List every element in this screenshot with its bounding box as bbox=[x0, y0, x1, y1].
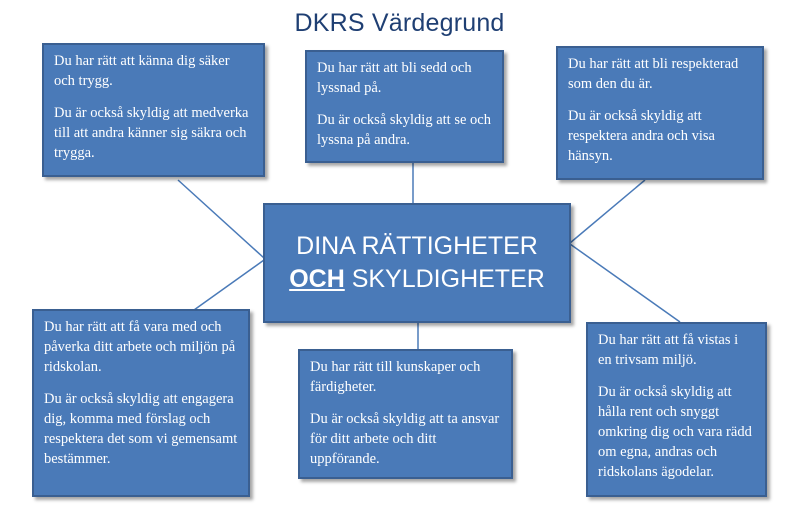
box-duty-text: Du är också skyldig att hålla rent och s… bbox=[598, 384, 752, 480]
center-heading-line2: OCH SKYLDIGHETER bbox=[265, 263, 569, 296]
box-top-center: Du har rätt att bli sedd och lyssnad på.… bbox=[305, 50, 504, 163]
box-duty-text: Du är också skyldig att ta ansvar för di… bbox=[310, 411, 500, 467]
box-bottom-right: Du har rätt att få vistas i en trivsam m… bbox=[586, 322, 767, 497]
box-bottom-left: Du har rätt att få vara med och påverka … bbox=[32, 309, 250, 497]
box-right-text: Du har rätt att få vistas i en trivsam m… bbox=[598, 332, 739, 368]
page-title: DKRS Värdegrund bbox=[294, 9, 505, 37]
connector-top-right bbox=[569, 179, 646, 244]
center-heading-line1: DINA RÄTTIGHETER bbox=[296, 232, 538, 260]
connector-bottom-right bbox=[569, 243, 681, 323]
center-heading-rest: SKYLDIGHETER bbox=[344, 265, 545, 293]
box-top-left: Du har rätt att känna dig säker och tryg… bbox=[42, 43, 265, 177]
box-duty-text: Du är också skyldig att engagera dig, ko… bbox=[44, 391, 238, 467]
connector-top-left bbox=[177, 179, 265, 259]
center-heading-box: DINA RÄTTIGHETER OCH SKYLDIGHETER bbox=[263, 203, 571, 323]
box-right-text: Du har rätt till kunskaper och färdighet… bbox=[310, 359, 481, 395]
box-duty-text: Du är också skyldig att respektera andra… bbox=[568, 108, 715, 164]
box-right-text: Du har rätt att bli respekterad som den … bbox=[568, 56, 739, 92]
center-heading-och: OCH bbox=[289, 265, 345, 293]
box-duty-text: Du är också skyldig att medverka till at… bbox=[54, 105, 249, 161]
connector-bottom-left bbox=[193, 259, 265, 311]
box-right-text: Du har rätt att känna dig säker och tryg… bbox=[54, 53, 230, 89]
box-top-right: Du har rätt att bli respekterad som den … bbox=[556, 46, 764, 180]
box-right-text: Du har rätt att bli sedd och lyssnad på. bbox=[317, 60, 472, 96]
box-bottom-center: Du har rätt till kunskaper och färdighet… bbox=[298, 349, 513, 479]
box-right-text: Du har rätt att få vara med och påverka … bbox=[44, 319, 236, 375]
box-duty-text: Du är också skyldig att se och lyssna på… bbox=[317, 112, 491, 148]
